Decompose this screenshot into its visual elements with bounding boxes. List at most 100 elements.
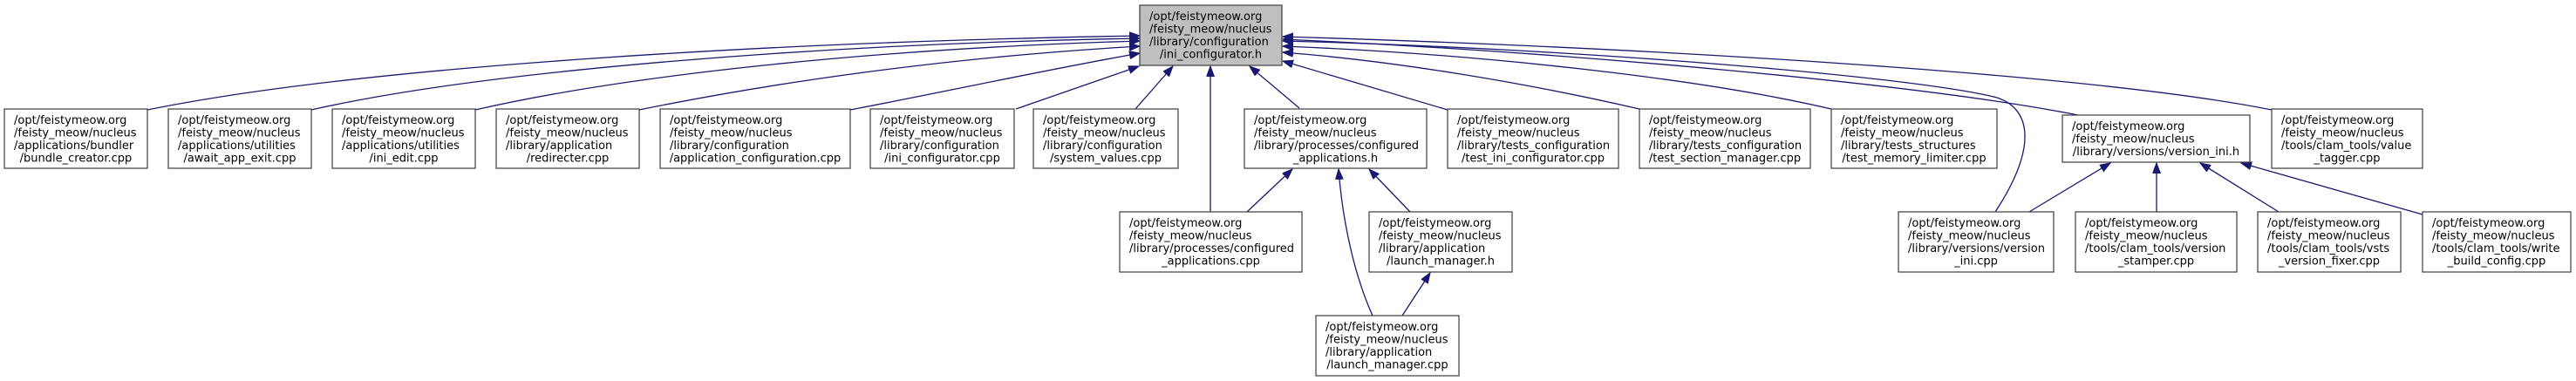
node-label-line: /feisty_meow/nucleus (506, 127, 629, 140)
edge-version-ini-cpp-to-version-ini-h (2028, 163, 2110, 213)
node-label-line: /applications/bundler (14, 139, 134, 153)
node-label-line: /opt/feistymeow.org (1325, 321, 1438, 334)
node-box[interactable] (1244, 108, 1428, 169)
node-redirecter-cpp[interactable]: /opt/feistymeow.org/feisty_meow/nucleus /… (495, 108, 640, 169)
node-box[interactable] (659, 108, 851, 169)
node-box[interactable] (167, 108, 312, 169)
node-label-line: /opt/feistymeow.org (2072, 120, 2184, 133)
node-box[interactable] (1119, 211, 1303, 273)
node-label-line: /tools/clam_tools/version (2085, 242, 2225, 255)
edge-test-ini-configurator-cpp-to-ini-configurator-h (1283, 61, 1448, 111)
node-application-configuration-cpp[interactable]: /opt/feistymeow.org/feisty_meow/nucleus/… (659, 108, 851, 169)
node-label-line: /library/processes/configured (1254, 139, 1419, 153)
node-label-line: /redirecter.cpp (527, 153, 610, 166)
node-vsts-version-fixer-cpp[interactable]: /opt/feistymeow.org/feisty_meow/nucleus/… (2257, 211, 2402, 273)
node-label-line: /feisty_meow/nucleus (1649, 127, 1772, 140)
node-label-line: /opt/feistymeow.org (14, 114, 126, 127)
node-box[interactable] (495, 108, 640, 169)
node-label-line: /opt/feistymeow.org (1379, 217, 1491, 230)
node-label-line: /feisty_meow/nucleus (2267, 230, 2390, 243)
node-box[interactable] (2075, 211, 2238, 273)
node-box[interactable] (1447, 108, 1619, 169)
node-label-line: /feisty_meow/nucleus (14, 127, 137, 140)
edge-launch-manager-h-to-configured-applications-h (1369, 169, 1411, 213)
node-label-line: /feisty_meow/nucleus (1457, 127, 1580, 140)
node-label-line: /library/tests_structures (1841, 139, 1976, 153)
node-label-line: _applications.h (1292, 153, 1378, 166)
node-label-line: /feisty_meow/nucleus (1379, 230, 1502, 243)
node-label-line: /library/configuration (1149, 36, 1269, 49)
node-value-tagger-cpp[interactable]: /opt/feistymeow.org/feisty_meow/nucleus/… (2271, 108, 2423, 169)
node-label-line: /opt/feistymeow.org (2432, 217, 2545, 230)
node-system-values-cpp[interactable]: /opt/feistymeow.org/feisty_meow/nucleus/… (1032, 108, 1179, 169)
node-configured-applications-h[interactable]: /opt/feistymeow.org/feisty_meow/nucleus/… (1244, 108, 1428, 169)
node-test-ini-configurator-cpp[interactable]: /opt/feistymeow.org/feisty_meow/nucleus/… (1447, 108, 1619, 169)
node-label-line: /application_configuration.cpp (670, 153, 842, 166)
node-launch-manager-h[interactable]: /opt/feistymeow.org/feisty_meow/nucleus /… (1368, 211, 1513, 273)
node-label-line: _applications.cpp (1161, 255, 1260, 269)
node-label-line: /library/tests_configuration (1457, 139, 1610, 153)
node-label-line: /applications/utilities (342, 139, 460, 153)
node-label-line: /feisty_meow/nucleus (2432, 230, 2555, 243)
root-node-box (1139, 4, 1283, 66)
node-label-line: /ini_configurator.h (1160, 49, 1262, 62)
node-box[interactable] (1368, 211, 1513, 273)
node-box[interactable] (2422, 211, 2572, 273)
node-label-line: /test_section_manager.cpp (1649, 153, 1801, 166)
node-label-line: /feisty_meow/nucleus (1129, 230, 1252, 243)
node-label-line: /feisty_meow/nucleus (1043, 127, 1166, 140)
node-box[interactable] (3, 108, 148, 169)
node-ini-configurator-h: /opt/feistymeow.org/feisty_meow/nucleus/… (1139, 4, 1283, 66)
edge-vsts-version-fixer-cpp-to-version-ini-h (2200, 163, 2280, 213)
node-write-build-config-cpp[interactable]: /opt/feistymeow.org/feisty_meow/nucleus/… (2422, 211, 2572, 273)
node-box[interactable] (1032, 108, 1179, 169)
node-label-line: /library/versions/version (1908, 242, 2045, 255)
node-label-line: /opt/feistymeow.org (178, 114, 290, 127)
node-label-line: /library/configuration (880, 139, 999, 153)
node-box[interactable] (331, 108, 476, 169)
node-box[interactable] (2257, 211, 2402, 273)
node-label-line: /opt/feistymeow.org (2085, 217, 2198, 230)
node-label-line: /ini_edit.cpp (369, 153, 438, 166)
node-ini-edit-cpp[interactable]: /opt/feistymeow.org/feisty_meow/nucleus/… (331, 108, 476, 169)
node-label-line: /feisty_meow/nucleus (1254, 127, 1377, 140)
node-label-line: /opt/feistymeow.org (1254, 114, 1366, 127)
node-box[interactable] (1898, 211, 2055, 273)
node-box[interactable] (2061, 114, 2251, 163)
node-configured-applications-cpp[interactable]: /opt/feistymeow.org/feisty_meow/nucleus/… (1119, 211, 1303, 273)
node-await-app-exit-cpp[interactable]: /opt/feistymeow.org/feisty_meow/nucleus/… (167, 108, 312, 169)
node-label-line: /feisty_meow/nucleus (342, 127, 465, 140)
edge-configured-applications-h-to-ini-configurator-h (1250, 66, 1300, 109)
edge-bundle-creator-cpp-to-ini-configurator-h (147, 36, 1140, 111)
node-label-line: /test_ini_configurator.cpp (1462, 153, 1605, 166)
node-launch-manager-cpp[interactable]: /opt/feistymeow.org/feisty_meow/nucleus/… (1315, 315, 1460, 377)
node-label-line: /feisty_meow/nucleus (880, 127, 1003, 140)
node-label-line: /opt/feistymeow.org (506, 114, 618, 127)
node-box[interactable] (1639, 108, 1811, 169)
node-label-line: /applications/utilities (178, 139, 296, 153)
edge-version-ini-cpp-to-ini-configurator-h (1283, 41, 2026, 213)
node-version-ini-cpp[interactable]: /opt/feistymeow.org/feisty_meow/nucleus/… (1898, 211, 2055, 273)
node-label-line: /launch_manager.h (1387, 255, 1495, 269)
node-label-line: /await_app_exit.cpp (183, 153, 296, 166)
node-label-line: /tools/clam_tools/write (2432, 242, 2560, 255)
node-label-line: /launch_manager.cpp (1326, 359, 1448, 372)
node-box[interactable] (869, 108, 1015, 169)
node-test-memory-limiter-cpp[interactable]: /opt/feistymeow.org/feisty_meow/nucleus/… (1830, 108, 1998, 169)
edge-redirecter-cpp-to-ini-configurator-h (638, 46, 1140, 111)
node-version-ini-h[interactable]: /opt/feistymeow.org/feisty_meow/nucleus/… (2061, 114, 2251, 163)
node-label-line: /opt/feistymeow.org (1841, 114, 1953, 127)
edge-write-build-config-cpp-to-version-ini-h (2241, 163, 2423, 215)
node-label-line: /opt/feistymeow.org (1457, 114, 1570, 127)
node-bundle-creator-cpp[interactable]: /opt/feistymeow.org/feisty_meow/nucleus/… (3, 108, 148, 169)
node-test-section-manager-cpp[interactable]: /opt/feistymeow.org/feisty_meow/nucleus/… (1639, 108, 1811, 169)
node-ini-configurator-cpp[interactable]: /opt/feistymeow.org/feisty_meow/nucleus/… (869, 108, 1015, 169)
node-box[interactable] (1315, 315, 1460, 377)
node-box[interactable] (1830, 108, 1998, 169)
node-version-stamper-cpp[interactable]: /opt/feistymeow.org/feisty_meow/nucleus/… (2075, 211, 2238, 273)
node-box[interactable] (2271, 108, 2423, 169)
edge-test-section-manager-cpp-to-ini-configurator-h (1283, 52, 1640, 110)
node-label-line: /library/configuration (670, 139, 789, 153)
nodes-layer: /opt/feistymeow.org/feisty_meow/nucleus/… (3, 4, 2572, 377)
